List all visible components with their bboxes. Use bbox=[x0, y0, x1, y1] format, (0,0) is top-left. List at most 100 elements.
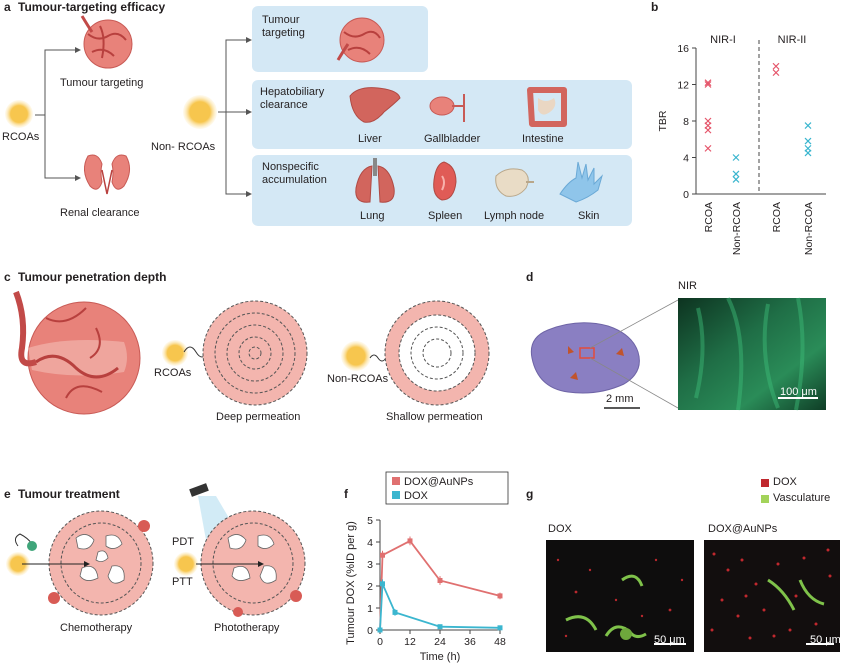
non-rcoa-particle-icon bbox=[183, 95, 217, 129]
tbr-x-tick-label: Non-RCOA bbox=[803, 202, 815, 255]
chemotherapy-tumour bbox=[48, 510, 154, 616]
tbr-x-tick-label: RCOA bbox=[771, 202, 783, 232]
shallow-non-rcoas-label: Non-RCOAs bbox=[327, 373, 389, 385]
legend-dox-swatch bbox=[761, 479, 769, 487]
tissue-section-image bbox=[530, 322, 640, 394]
dox-series-point bbox=[497, 625, 503, 631]
tbr-point bbox=[704, 144, 712, 152]
lymph-node-icon bbox=[495, 168, 534, 197]
phototherapy-tumour bbox=[200, 510, 306, 617]
photo-particle-icon bbox=[174, 552, 198, 576]
rcoa-branch-arrows bbox=[35, 47, 81, 181]
liver-label: Liver bbox=[358, 133, 382, 145]
legend-vasculature-label: Vasculature bbox=[773, 492, 831, 504]
dox-series-line bbox=[379, 539, 501, 631]
skin-icon bbox=[559, 161, 604, 203]
tbr-point-stroke bbox=[704, 126, 712, 134]
tbr-point-stroke bbox=[732, 154, 740, 161]
tbr-y-tick-label: 4 bbox=[683, 153, 689, 165]
micrograph-doxau-scale-label: 50 μm bbox=[810, 634, 841, 646]
tbr-point bbox=[732, 175, 740, 183]
tumour-icon bbox=[80, 15, 133, 69]
panel-e-title: Tumour treatment bbox=[18, 487, 120, 501]
zoom-lines bbox=[589, 299, 679, 409]
micrograph-dox bbox=[546, 540, 694, 652]
tbr-y-label: TBR bbox=[657, 110, 669, 131]
spleen-label: Spleen bbox=[428, 210, 463, 222]
dox-x-label: Time (h) bbox=[420, 651, 461, 663]
dox-series-point bbox=[377, 627, 383, 633]
scale-bar-2mm bbox=[604, 407, 640, 409]
lymph-node-label: Lymph node bbox=[484, 210, 545, 222]
tbr-y-tick-label: 16 bbox=[677, 43, 689, 55]
dox-y-tick-label: 2 bbox=[367, 581, 373, 593]
dox-legend-box bbox=[385, 471, 509, 505]
deep-particle-icon bbox=[162, 340, 188, 366]
dox-legend-label: DOX@AuNPs bbox=[404, 476, 474, 488]
non-rcoa-branch-arrows bbox=[218, 37, 252, 197]
group-label-nir-i: NIR-I bbox=[710, 34, 736, 46]
dox-x-tick-label: 0 bbox=[377, 636, 383, 648]
dox-series-point bbox=[407, 538, 413, 544]
dox-series-point bbox=[437, 624, 443, 630]
panel-d-letter: d bbox=[526, 270, 534, 284]
shallow-particle-icon bbox=[341, 341, 371, 371]
tbr-point bbox=[804, 137, 812, 145]
rcoas-label: RCOAs bbox=[2, 131, 40, 143]
tbr-point bbox=[704, 81, 712, 88]
tbr-point bbox=[772, 62, 780, 70]
intestine-label: Intestine bbox=[522, 133, 564, 145]
tbr-point bbox=[732, 154, 740, 161]
deep-rcoas-label: RCOAs bbox=[154, 367, 192, 379]
tbr-point bbox=[704, 79, 712, 87]
tbr-x-tick-label: RCOA bbox=[703, 202, 715, 232]
photo-arrow bbox=[196, 561, 264, 567]
dox-x-tick-label: 48 bbox=[494, 636, 506, 648]
dox-series-point bbox=[497, 593, 503, 599]
dox-series-point bbox=[380, 581, 385, 587]
panel-c-title: Tumour penetration depth bbox=[18, 270, 167, 284]
dox-x-tick-label: 24 bbox=[434, 636, 446, 648]
dox-x-tick-label: 36 bbox=[464, 636, 476, 648]
panel-f-letter: f bbox=[344, 487, 348, 501]
dox-y-tick-label: 3 bbox=[367, 559, 373, 571]
dox-y-label: Tumour DOX (%ID per g) bbox=[345, 521, 357, 645]
rcoa-particle-icon bbox=[5, 100, 33, 128]
chemo-particle-icon bbox=[6, 533, 37, 576]
dox-x-tick-label: 12 bbox=[404, 636, 416, 648]
tbr-point bbox=[804, 149, 812, 157]
micrograph-doxau bbox=[704, 540, 840, 652]
group-label-nir-ii: NIR-II bbox=[778, 34, 807, 46]
chemotherapy-label: Chemotherapy bbox=[60, 622, 133, 634]
tbr-y-tick-label: 12 bbox=[677, 80, 689, 92]
tbr-y-tick-label: 8 bbox=[683, 116, 689, 128]
intestine-icon bbox=[527, 87, 567, 127]
tbr-point bbox=[804, 122, 812, 129]
dox-series-point bbox=[380, 552, 385, 558]
gallbladder-icon bbox=[429, 94, 465, 122]
tbr-point bbox=[772, 69, 780, 77]
box-hepatobiliary-label: Hepatobiliary clearance bbox=[260, 86, 325, 111]
deep-permeation-tumour bbox=[202, 300, 308, 406]
dox-y-tick-label: 4 bbox=[367, 537, 373, 549]
panel-b-letter: b bbox=[651, 0, 659, 14]
deep-permeation-label: Deep permeation bbox=[216, 411, 301, 423]
tbr-point-stroke bbox=[732, 175, 740, 183]
box-tumour-icon bbox=[336, 17, 385, 63]
box-tumour-targeting-label: Tumour targeting bbox=[262, 14, 305, 39]
tumour-vessel-illustration bbox=[13, 290, 141, 415]
gallbladder-label: Gallbladder bbox=[424, 133, 481, 145]
pdt-label: PDT bbox=[172, 536, 194, 548]
dox-series-point bbox=[392, 609, 398, 615]
panel-g-letter: g bbox=[526, 487, 534, 501]
tbr-point-stroke bbox=[804, 149, 812, 157]
dox-legend-swatch bbox=[392, 477, 400, 485]
micrograph-dox-title: DOX bbox=[548, 523, 572, 535]
non-rcoas-label: Non- RCOAs bbox=[151, 141, 216, 153]
dox-y-tick-label: 0 bbox=[367, 625, 373, 637]
chemo-arrow bbox=[22, 561, 90, 567]
nir-fluorescence-image bbox=[678, 297, 826, 411]
skin-label: Skin bbox=[578, 210, 600, 222]
